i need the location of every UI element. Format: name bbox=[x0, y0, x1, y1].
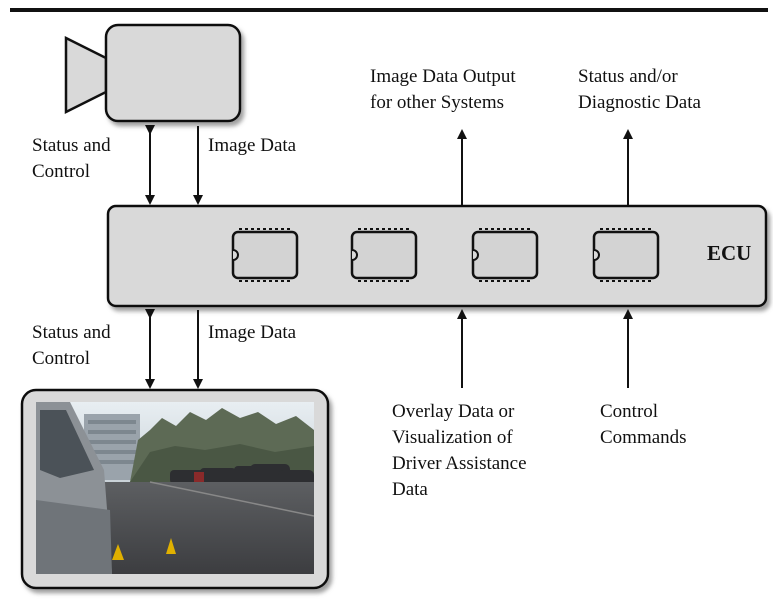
ecu-label: ECU bbox=[707, 241, 752, 265]
display-status-control-label: Status and Control bbox=[32, 322, 111, 369]
chip-icon bbox=[471, 228, 539, 282]
display-image-data-label: Image Data bbox=[208, 322, 297, 343]
ecu-box bbox=[106, 204, 768, 308]
display-icon bbox=[20, 388, 330, 590]
chip-icon bbox=[231, 228, 299, 282]
overlay-data-label: Overlay Data or Visualization of Driver … bbox=[392, 401, 527, 500]
chip-icon bbox=[592, 228, 660, 282]
camera-image-data-label: Image Data bbox=[208, 135, 297, 156]
control-commands-label: Control Commands bbox=[600, 401, 687, 448]
chip-icon bbox=[350, 228, 418, 282]
top-rule bbox=[10, 8, 768, 12]
image-output-label: Image Data Output for other Systems bbox=[370, 66, 516, 113]
status-diagnostic-label: Status and/or Diagnostic Data bbox=[578, 66, 701, 113]
camera-icon bbox=[64, 23, 242, 123]
camera-status-control-label: Status and Control bbox=[32, 135, 111, 182]
